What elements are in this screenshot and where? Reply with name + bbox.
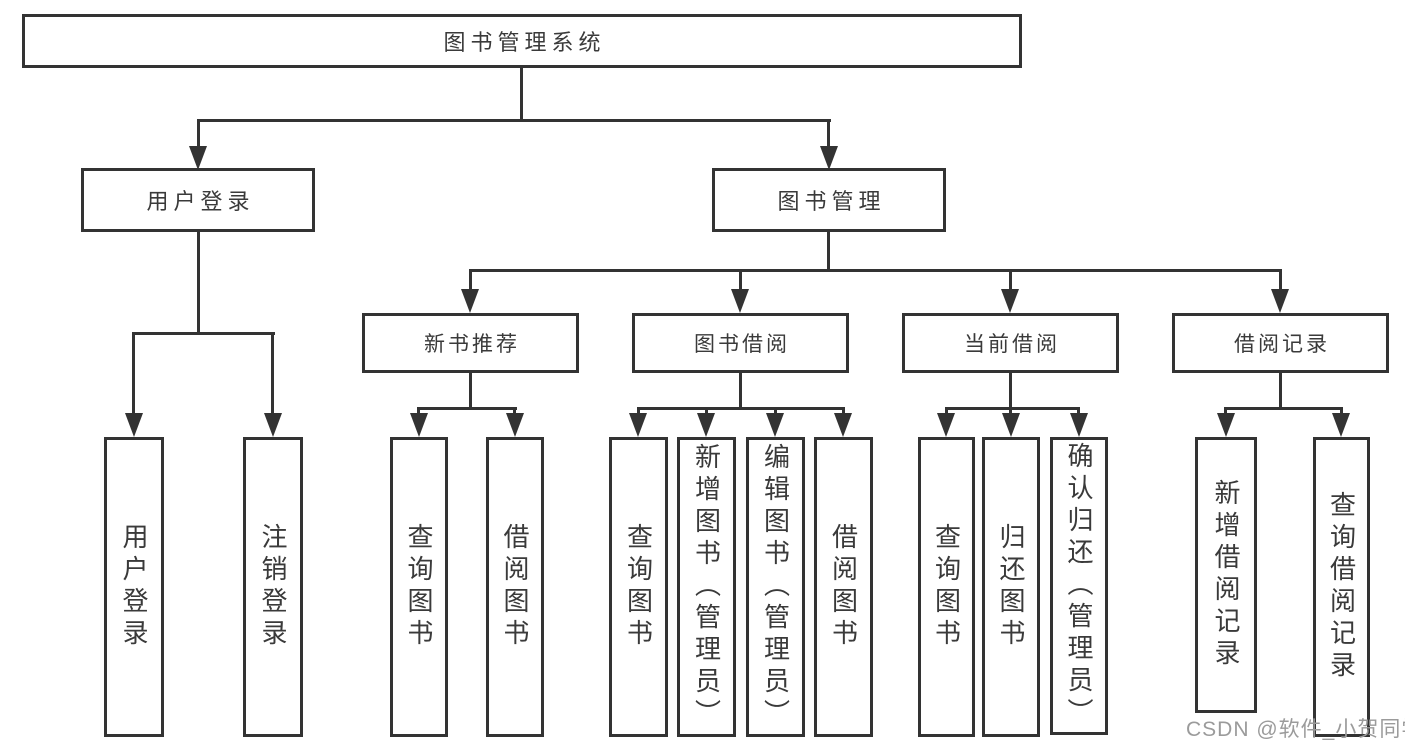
connector <box>774 407 777 415</box>
arrowhead-down-icon <box>189 146 207 170</box>
connector <box>417 407 420 415</box>
connector <box>637 407 640 415</box>
connector <box>469 371 472 410</box>
connector <box>637 407 845 410</box>
leaf-search-books-current: 查询图书 <box>918 437 975 737</box>
node-borrowing-records: 借阅记录 <box>1172 313 1389 373</box>
connector <box>1224 407 1227 415</box>
connector <box>945 407 1080 410</box>
arrowhead-down-icon <box>1001 289 1019 313</box>
arrowhead-down-icon <box>629 413 647 437</box>
arrowhead-down-icon <box>1070 413 1088 437</box>
node-library-system: 图书管理系统 <box>22 14 1022 68</box>
connector <box>520 66 523 122</box>
connector <box>842 407 845 415</box>
leaf-add-books-admin: 新增图书（管理员） <box>677 437 736 737</box>
arrowhead-down-icon <box>125 413 143 437</box>
arrowhead-down-icon <box>506 413 524 437</box>
csdn-watermark: CSDN @软件_小贺同学 <box>1186 718 1405 741</box>
leaf-search-books-borrow: 查询图书 <box>609 437 668 737</box>
connector <box>705 407 708 415</box>
arrowhead-down-icon <box>264 413 282 437</box>
arrowhead-down-icon <box>820 146 838 170</box>
connector <box>1009 407 1012 415</box>
arrowhead-down-icon <box>410 413 428 437</box>
connector <box>1340 407 1343 415</box>
leaf-edit-books-admin: 编辑图书（管理员） <box>746 437 805 737</box>
leaf-user-login: 用户登录 <box>104 437 164 737</box>
arrowhead-down-icon <box>697 413 715 437</box>
connector <box>271 332 274 416</box>
connector <box>827 119 830 149</box>
node-book-management: 图书管理 <box>712 168 946 232</box>
connector <box>513 407 516 415</box>
connector <box>739 269 742 291</box>
arrowhead-down-icon <box>731 289 749 313</box>
connector <box>469 269 1282 272</box>
node-user-login: 用户登录 <box>81 168 315 232</box>
leaf-confirm-return-admin: 确认归还（管理员） <box>1050 437 1108 735</box>
connector <box>1279 269 1282 291</box>
leaf-borrow-books-recommend: 借阅图书 <box>486 437 544 737</box>
connector <box>1009 269 1012 291</box>
connector <box>1224 407 1342 410</box>
leaf-return-books: 归还图书 <box>982 437 1040 737</box>
connector <box>827 230 830 272</box>
connector <box>1009 371 1012 410</box>
arrowhead-down-icon <box>766 413 784 437</box>
arrowhead-down-icon <box>1217 413 1235 437</box>
connector <box>197 230 200 335</box>
leaf-borrow-books: 借阅图书 <box>814 437 873 737</box>
node-current-borrowing: 当前借阅 <box>902 313 1119 373</box>
arrowhead-down-icon <box>1271 289 1289 313</box>
node-book-borrowing: 图书借阅 <box>632 313 849 373</box>
connector <box>132 332 135 416</box>
connector <box>945 407 948 415</box>
leaf-add-borrow-record: 新增借阅记录 <box>1195 437 1257 713</box>
leaf-search-books-recommend: 查询图书 <box>390 437 448 737</box>
connector <box>197 119 200 149</box>
arrowhead-down-icon <box>1002 413 1020 437</box>
connector <box>469 269 472 291</box>
arrowhead-down-icon <box>1332 413 1350 437</box>
arrowhead-down-icon <box>461 289 479 313</box>
connector <box>739 371 742 410</box>
connector <box>197 119 831 122</box>
leaf-search-borrow-record: 查询借阅记录 <box>1313 437 1370 737</box>
connector <box>417 407 517 410</box>
connector <box>132 332 275 335</box>
arrowhead-down-icon <box>834 413 852 437</box>
connector <box>1279 371 1282 410</box>
arrowhead-down-icon <box>937 413 955 437</box>
leaf-logout: 注销登录 <box>243 437 303 737</box>
connector <box>1077 407 1080 415</box>
node-new-book-recommend: 新书推荐 <box>362 313 579 373</box>
